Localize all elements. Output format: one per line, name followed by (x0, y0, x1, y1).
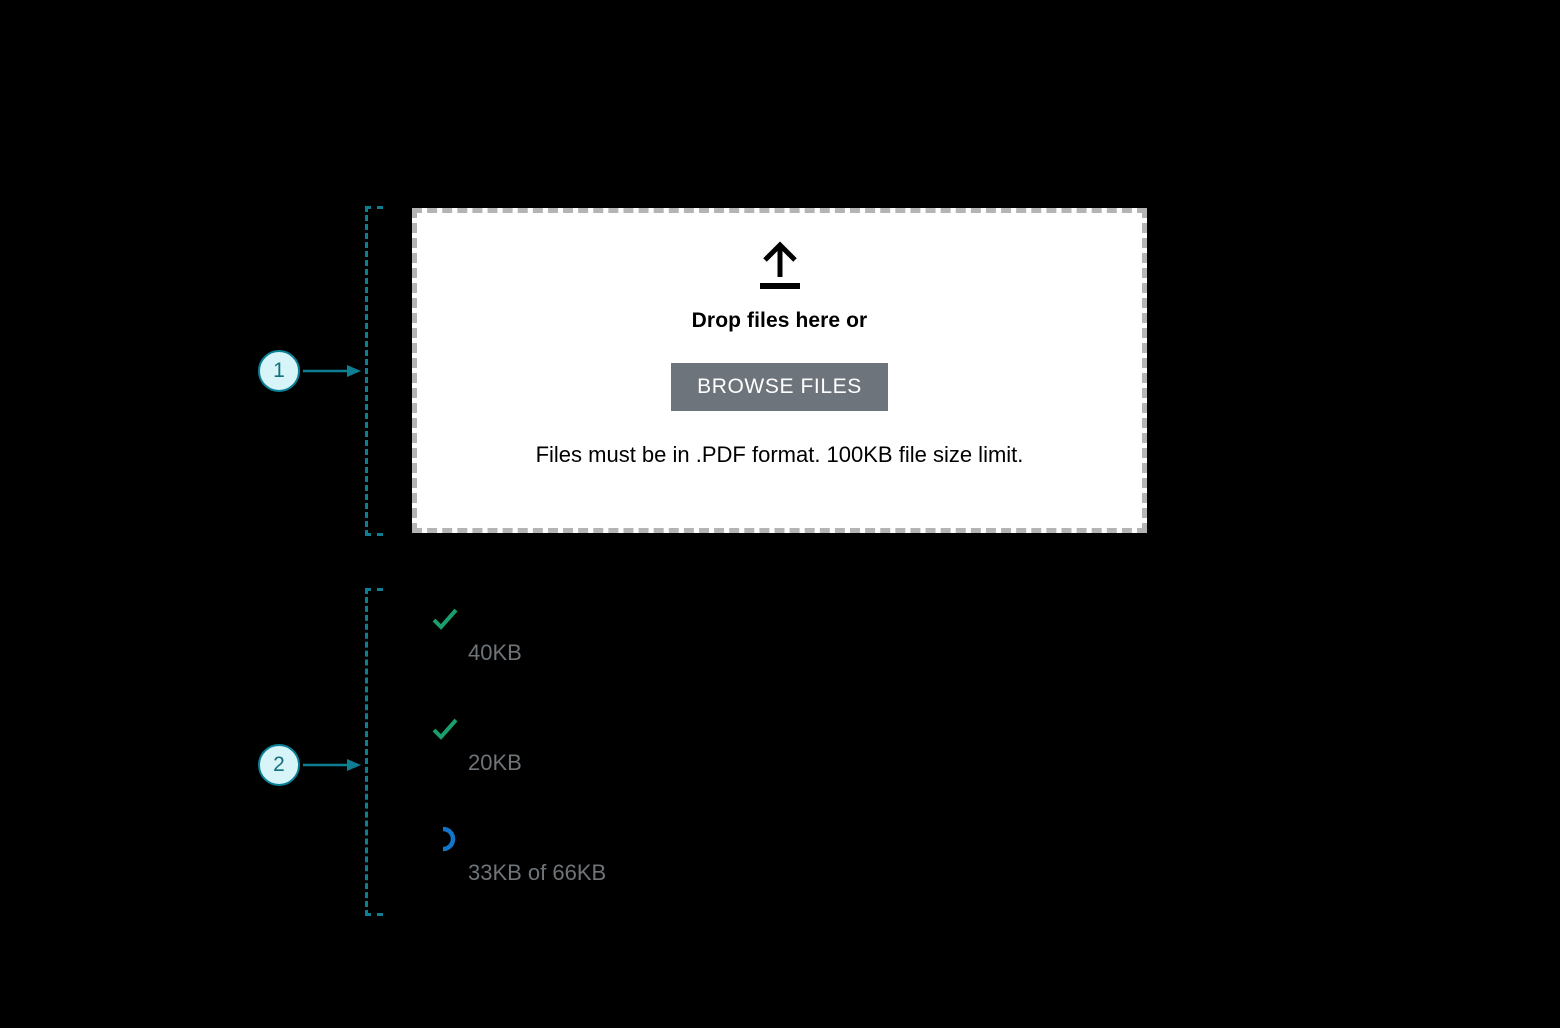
list-item[interactable]: 20KB (412, 706, 1147, 816)
file-upload-progress: 33KB of 66KB (468, 860, 607, 885)
annotation-bracket-1 (365, 206, 383, 536)
browse-files-button[interactable]: BROWSE FILES (671, 363, 888, 411)
annotation-marker-2-label: 2 (273, 753, 285, 776)
file-size: 40KB (468, 640, 522, 665)
annotation-bracket-2 (365, 588, 383, 916)
upload-dropzone[interactable]: Drop files here or BROWSE FILES Files mu… (412, 208, 1147, 533)
spinner-icon (442, 826, 456, 852)
dropzone-hint: Files must be in .PDF format. 100KB file… (535, 442, 1024, 467)
file-size: 20KB (468, 750, 522, 775)
annotation-marker-2: 2 (258, 744, 300, 786)
dropzone-title: Drop files here or (691, 309, 868, 332)
annotation-marker-1-label: 1 (273, 359, 285, 382)
upload-arrow-icon (759, 241, 800, 289)
list-item[interactable]: 40KB (412, 596, 1147, 706)
annotation-marker-1: 1 (258, 350, 300, 392)
annotation-arrow-1-icon (303, 365, 361, 377)
check-icon (432, 608, 458, 630)
check-icon (432, 718, 458, 740)
uploaded-file-list: 40KB 20KB 33KB of 66KB (412, 596, 1147, 926)
annotation-arrow-2-icon (303, 759, 361, 771)
list-item[interactable]: 33KB of 66KB (412, 816, 1147, 926)
